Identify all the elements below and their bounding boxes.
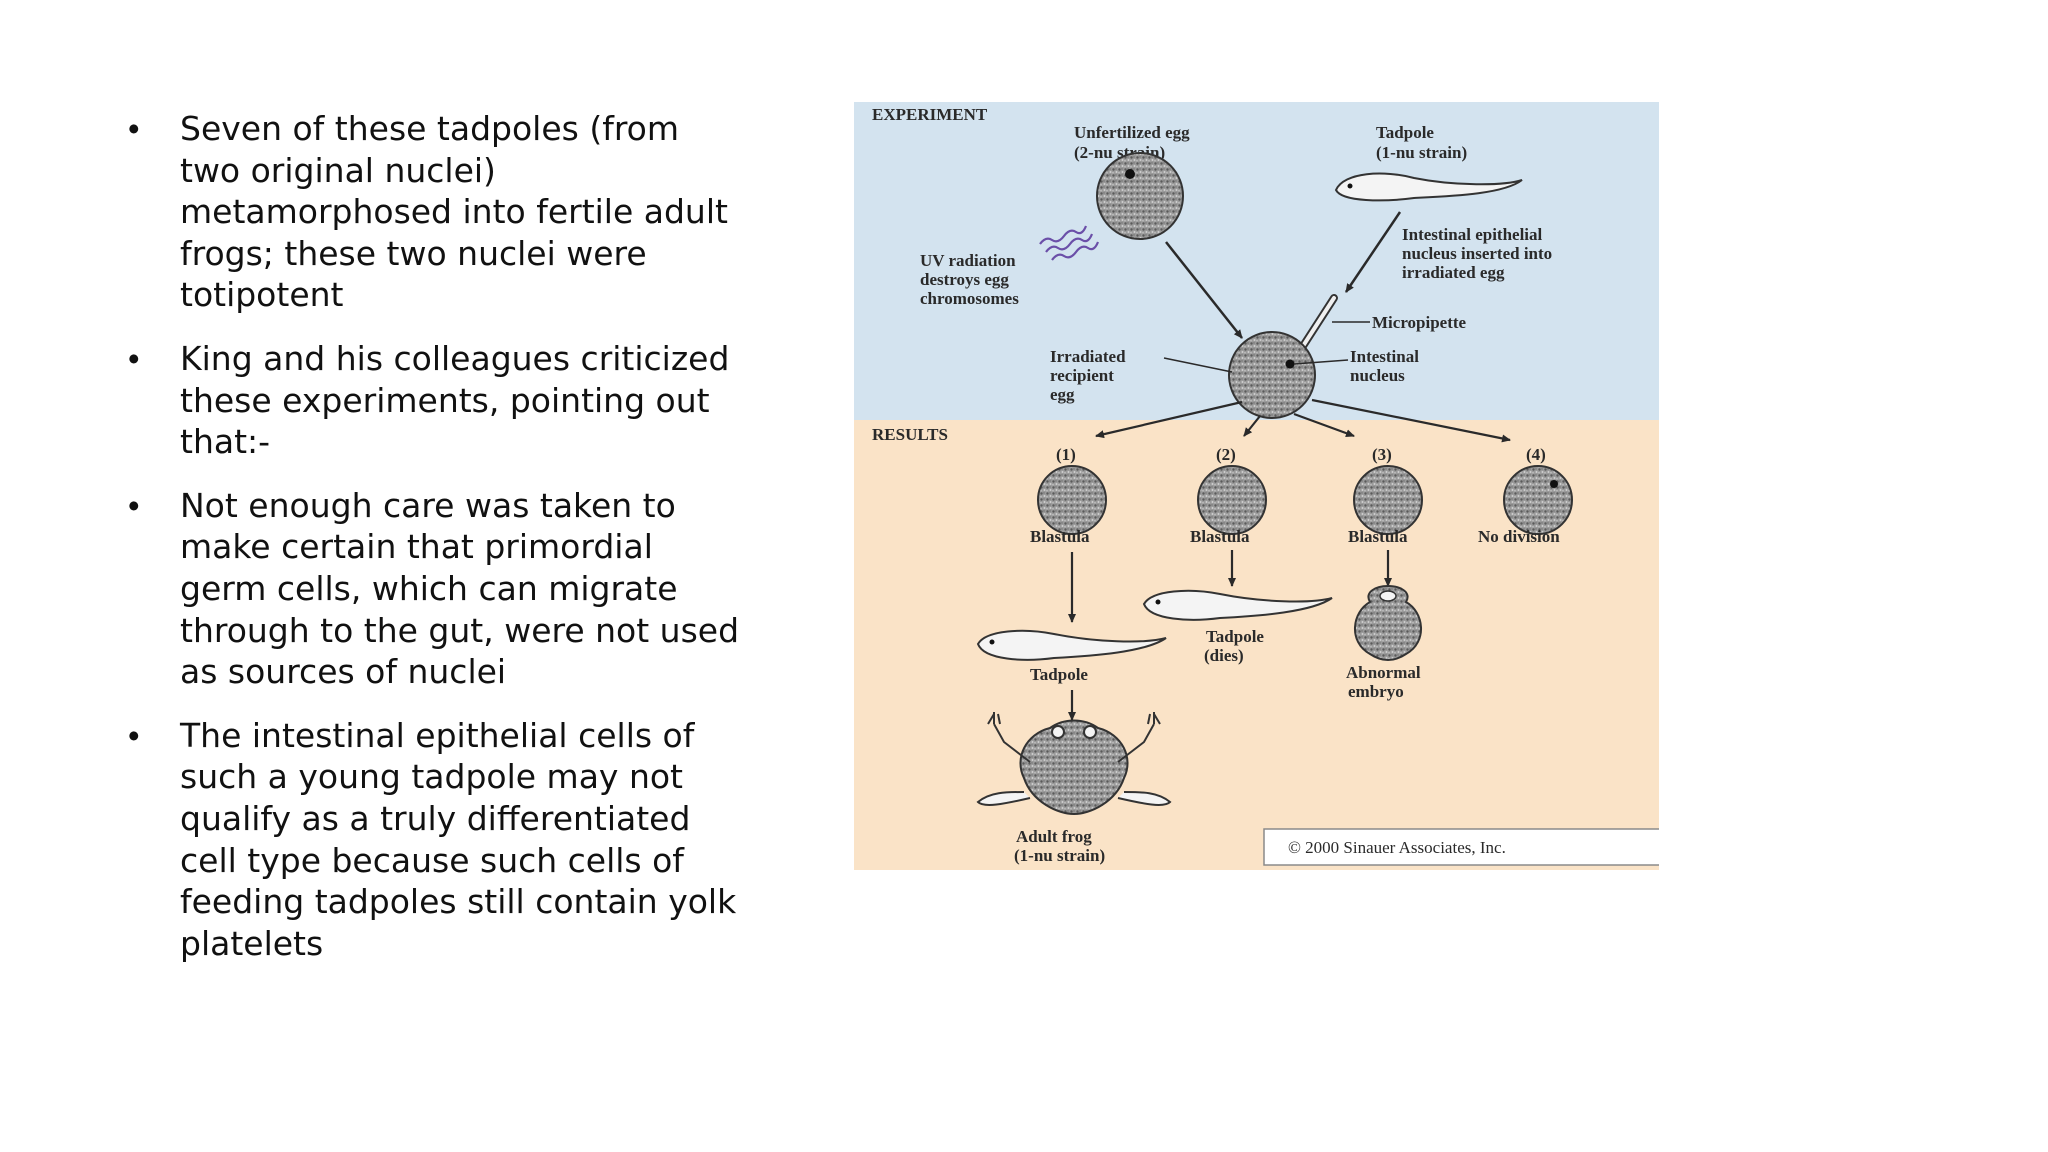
bullet-item: • The intestinal epithelial cells of such…: [128, 715, 748, 965]
tadpole-2-icon: [1142, 589, 1333, 621]
bullet-item: • King and his colleagues criticized thes…: [128, 338, 748, 463]
adult-frog-label-1: Adult frog: [1016, 827, 1092, 846]
nucleus-label-2: nucleus: [1350, 366, 1405, 385]
uv-rays-icon: [1039, 225, 1100, 261]
recipient-leader: [1163, 357, 1233, 373]
arrow-to-outcome-3: [1293, 412, 1355, 438]
bullet-text: King and his colleagues criticized these…: [180, 338, 730, 462]
bullet-marker: •: [128, 339, 140, 377]
arrow-egg-to-recipient: [1165, 241, 1243, 339]
donor-tadpole-icon: [1334, 172, 1523, 202]
results-heading: RESULTS: [872, 425, 948, 444]
outcome-3-label: Blastula: [1348, 527, 1408, 546]
blastula-2: [1197, 465, 1267, 535]
arrow-to-outcome-2: [1243, 415, 1261, 437]
bullet-text: The intestinal epithelial cells of such …: [180, 715, 737, 963]
uv-label-3: chromosomes: [920, 289, 1019, 308]
tadpole-dies-label-1: Tadpole: [1206, 627, 1264, 646]
nucleus-leader: [1293, 359, 1349, 365]
undivided-egg: [1503, 465, 1573, 535]
egg-nucleus: [1125, 169, 1135, 179]
bullet-marker: •: [128, 110, 140, 147]
bullet-marker: •: [128, 716, 140, 754]
outcome-2-number: (2): [1216, 445, 1236, 464]
nuclear-transfer-figure: EXPERIMENT Unfertilized egg (2-nu strain…: [854, 102, 1659, 870]
outcome-2-label: Blastula: [1190, 527, 1250, 546]
uv-label-2: destroys egg: [920, 270, 1009, 289]
tadpole-1-label: Tadpole: [1030, 665, 1088, 684]
unfertilized-egg-label: Unfertilized egg: [1074, 123, 1190, 142]
arrow-to-outcome-1: [1095, 400, 1243, 439]
blastula-1: [1037, 465, 1107, 535]
unfertilized-egg: [1096, 152, 1184, 240]
donor-tadpole-label: Tadpole: [1376, 123, 1434, 142]
undivided-egg-nucleus: [1550, 480, 1558, 488]
tadpole-dies-label-2: (dies): [1204, 646, 1244, 665]
recipient-label-3: egg: [1050, 385, 1075, 404]
recipient-label-1: Irradiated: [1050, 347, 1126, 366]
insert-label-1: Intestinal epithelial: [1402, 225, 1543, 244]
bullet-marker: •: [128, 486, 140, 524]
bullet-list: • Seven of these tadpoles (from two origi…: [128, 108, 748, 986]
abnormal-label-1: Abnormal: [1346, 663, 1421, 682]
bullet-item: • Seven of these tadpoles (from two origi…: [128, 108, 748, 316]
tadpole-1-icon: [976, 629, 1167, 661]
copyright-box: [1263, 828, 1659, 866]
insert-label-2: nucleus inserted into: [1402, 244, 1552, 263]
donor-tadpole-strain: (1-nu strain): [1376, 143, 1467, 162]
recipient-egg: [1228, 331, 1316, 419]
blastula-3: [1353, 465, 1423, 535]
inserted-nucleus: [1285, 359, 1295, 369]
insert-label-3: irradiated egg: [1402, 263, 1505, 282]
outcome-3-number: (3): [1372, 445, 1392, 464]
arrow-to-outcome-4: [1311, 398, 1511, 443]
figure-svg: EXPERIMENT Unfertilized egg (2-nu strain…: [854, 102, 1659, 870]
experiment-heading: EXPERIMENT: [872, 105, 988, 124]
outcome-4-number: (4): [1526, 445, 1546, 464]
bullet-item: • Not enough care was taken to make cert…: [128, 485, 748, 693]
abnormal-label-2: embryo: [1348, 682, 1404, 701]
abnormal-embryo-icon: [1354, 584, 1422, 661]
nucleus-label-1: Intestinal: [1350, 347, 1419, 366]
outcome-4-label: No division: [1478, 527, 1560, 546]
adult-frog-icon: [976, 712, 1172, 816]
outcome-1-number: (1): [1056, 445, 1076, 464]
copyright-text: © 2000 Sinauer Associates, Inc.: [1288, 838, 1506, 857]
uv-label-1: UV radiation: [920, 251, 1016, 270]
bullet-text: Not enough care was taken to make certai…: [180, 485, 740, 692]
outcome-1-label: Blastula: [1030, 527, 1090, 546]
recipient-label-2: recipient: [1050, 366, 1114, 385]
adult-frog-label-2: (1-nu strain): [1014, 846, 1105, 865]
arrow-tadpole-to-pipette: [1344, 211, 1402, 293]
micropipette-label: Micropipette: [1372, 313, 1467, 332]
bullet-text: Seven of these tadpoles (from two origin…: [180, 109, 728, 315]
